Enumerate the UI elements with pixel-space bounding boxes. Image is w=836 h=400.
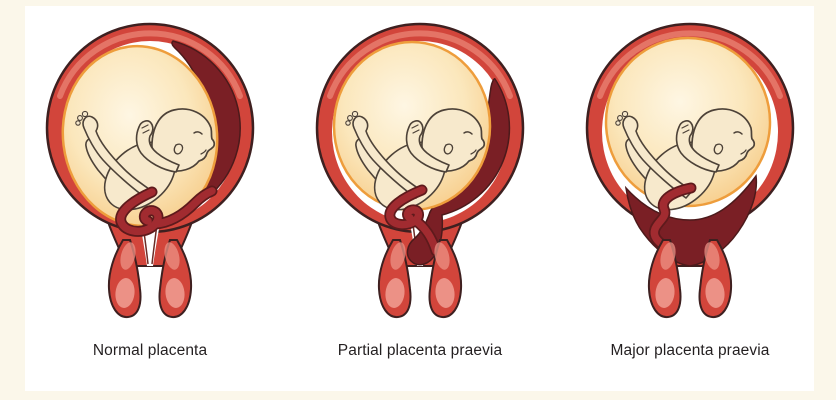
diagram-partial-placenta-praevia: Partial placenta praevia (300, 6, 540, 391)
partial-praevia-illustration (300, 12, 540, 319)
diagram-label: Partial placenta praevia (337, 342, 503, 359)
major-praevia-illustration (570, 12, 810, 319)
diagram-normal-placenta: Normal placenta (30, 6, 270, 391)
diagram-label: Normal placenta (92, 342, 208, 359)
diagram-label: Major placenta praevia (610, 342, 770, 359)
diagram-major-placenta-praevia: Major placenta praevia (570, 6, 810, 391)
normal-placenta-illustration (30, 12, 270, 319)
umbilical-cord (115, 185, 218, 237)
umbilical-cord (648, 182, 697, 253)
illustration-canvas: Normal placenta Partial placenta praevia (25, 6, 814, 391)
